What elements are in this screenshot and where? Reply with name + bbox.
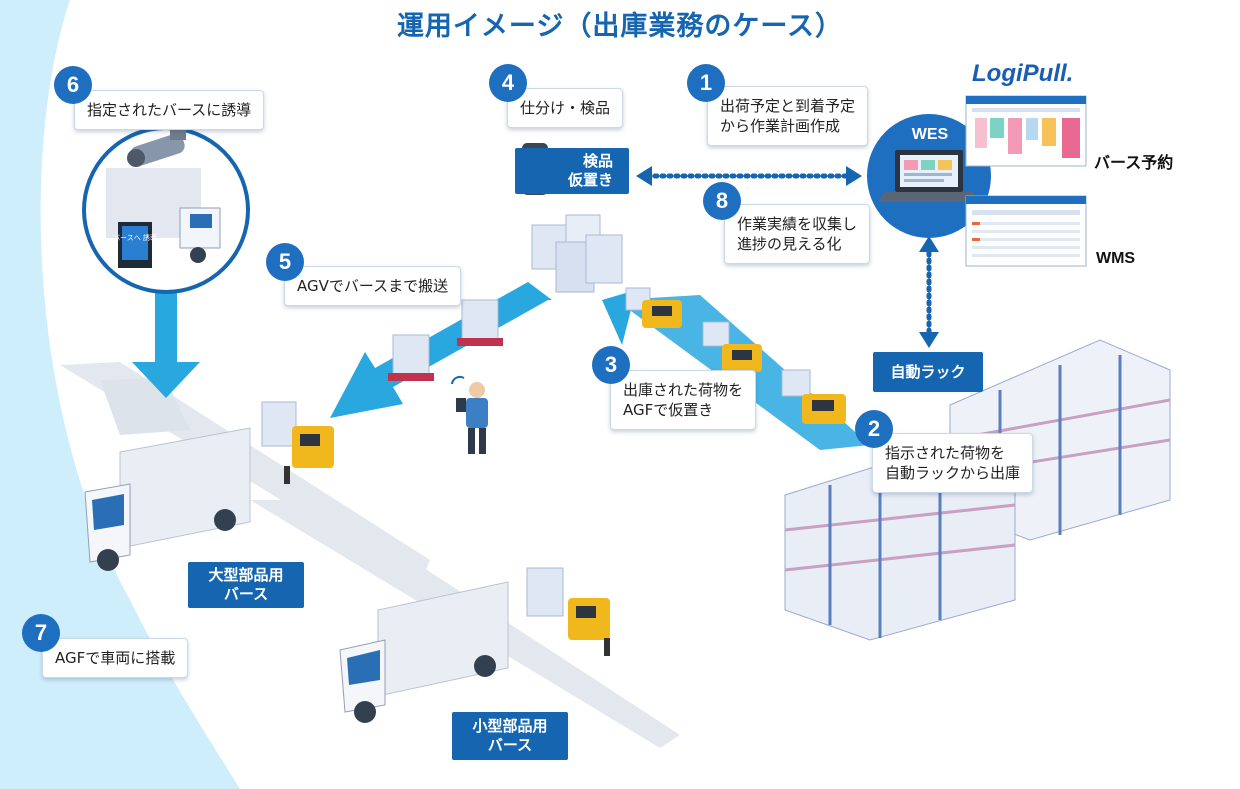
wes-label: WES <box>911 126 949 143</box>
agf-vehicle-large-berth <box>284 426 334 484</box>
agv-pallet-1 <box>388 334 434 381</box>
agv-pallet-2 <box>457 299 503 346</box>
logipull-logo: LogiPull. <box>972 60 1074 87</box>
small-truck <box>339 581 509 723</box>
guide-arrow-shaft <box>155 292 177 364</box>
pallet-stack-inspection <box>531 214 623 293</box>
worker-icon <box>451 375 488 454</box>
large-truck <box>84 427 251 571</box>
laptop-display <box>900 155 958 187</box>
guide-arrow-head <box>132 362 200 398</box>
link-arrow-up <box>919 236 939 252</box>
inspection-staging-tag: 検品 仮置き <box>515 148 629 194</box>
step-3-callout: 出庫された荷物を AGFで仮置き <box>610 370 757 430</box>
agf-vehicle-3 <box>781 369 846 424</box>
link-arrow-right <box>846 166 862 186</box>
page-title: 運用イメージ（出庫業務のケース） <box>396 11 844 42</box>
step-2-callout: 指示された荷物を 自動ラックから出庫 <box>872 433 1034 493</box>
step-6-badge: 6 <box>54 66 92 104</box>
step-4-badge: 4 <box>489 64 527 102</box>
agf-vehicle-1 <box>625 287 682 328</box>
step-1-callout: 出荷予定と到着予定 から作業計画作成 <box>707 86 869 146</box>
step-4-callout: 仕分け・検品 <box>507 88 624 128</box>
monitor-text-line1: バースへ 誘導 <box>113 233 157 242</box>
laptop-base <box>878 192 980 202</box>
berth-pallet-small <box>526 567 564 617</box>
berth-reservation-label: バース予約 <box>1094 153 1174 172</box>
step-3-badge: 3 <box>592 346 630 384</box>
agf-vehicle-small-berth <box>568 598 610 656</box>
background-curve <box>0 0 240 789</box>
step-5-callout: AGVでバースまで搬送 <box>284 266 462 306</box>
agf-vehicle-2 <box>702 321 762 372</box>
step-5-badge: 5 <box>266 243 304 281</box>
step-8-badge: 8 <box>703 182 741 220</box>
auto-rack-tag: 自動ラック <box>873 352 983 392</box>
step-7-callout: AGFで車両に搭載 <box>42 638 189 678</box>
step-2-badge: 2 <box>855 410 893 448</box>
large-berth-tag: 大型部品用 バース <box>188 562 304 608</box>
step-6-callout: 指定されたバースに誘導 <box>74 90 265 130</box>
link-arrow-down <box>919 332 939 348</box>
berth-pallet-large <box>261 401 297 447</box>
wms-label: WMS <box>1096 250 1136 267</box>
small-berth-tag: 小型部品用 バース <box>452 712 568 760</box>
step-8-callout: 作業実績を収集し 進捗の見える化 <box>724 204 871 264</box>
step-7-badge: 7 <box>22 614 60 652</box>
step-1-badge: 1 <box>687 64 725 102</box>
link-arrow-left <box>636 166 652 186</box>
